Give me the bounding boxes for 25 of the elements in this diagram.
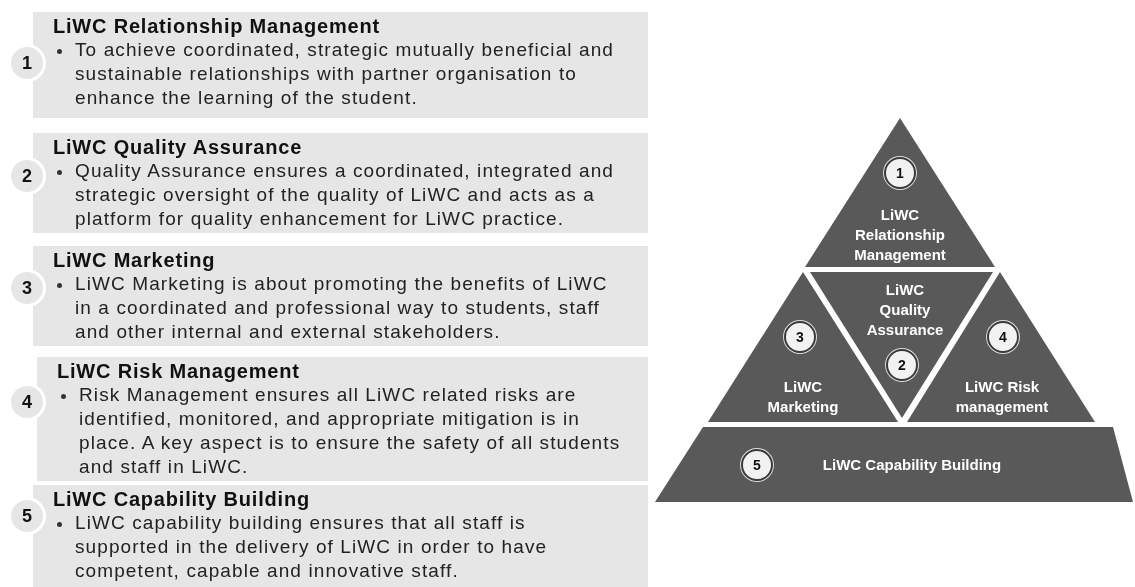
description-text: LiWC Marketing is about promoting the benefits of LiWC in a coordinated and professional way to students, staff and other internal and external stakeholders. <box>75 272 609 344</box>
segment-label: LiWC Quality Assurance <box>865 280 945 340</box>
description-card <box>33 133 648 233</box>
segment-label: LiWC Risk management <box>954 377 1050 417</box>
number-badge: 4 <box>8 383 46 421</box>
number-badge: 5 <box>8 497 46 535</box>
description-card <box>33 246 648 346</box>
number-badge: 3 <box>8 269 46 307</box>
description-card <box>33 485 648 587</box>
description-text: Risk Management ensures all LiWC related risks are identified, monitored, and appropriate mitigation is in place. A key aspect is to ensure the safety of all students and staff in LiWC. <box>79 383 622 479</box>
segment-label: LiWC Relationship Management <box>853 205 947 265</box>
segment-label: LiWC Marketing <box>766 377 840 417</box>
description-text: To achieve coordinated, strategic mutually beneficial and sustainable relationships with partner organisation to enhance the learning of the student. <box>75 38 616 110</box>
number-badge: 1 <box>8 44 46 82</box>
description-card <box>37 357 648 481</box>
card-heading: LiWC Marketing <box>53 248 216 272</box>
number-badge: 2 <box>8 157 46 195</box>
description-card <box>33 12 648 118</box>
card-heading: LiWC Quality Assurance <box>53 135 303 159</box>
description-text: LiWC capability building ensures that all staff is supported in the delivery of LiWC in order to have competent, capable and innovative staff. <box>75 511 549 583</box>
card-heading: LiWC Risk Management <box>57 359 300 383</box>
segment-label: LiWC Capability Building <box>821 455 1003 475</box>
card-heading: LiWC Capability Building <box>53 487 310 511</box>
description-text: Quality Assurance ensures a coordinated, integrated and strategic oversight of the quality of LiWC and acts as a platform for quality enhancement for LiWC practice. <box>75 159 615 231</box>
card-heading: LiWC Relationship Management <box>53 14 380 38</box>
